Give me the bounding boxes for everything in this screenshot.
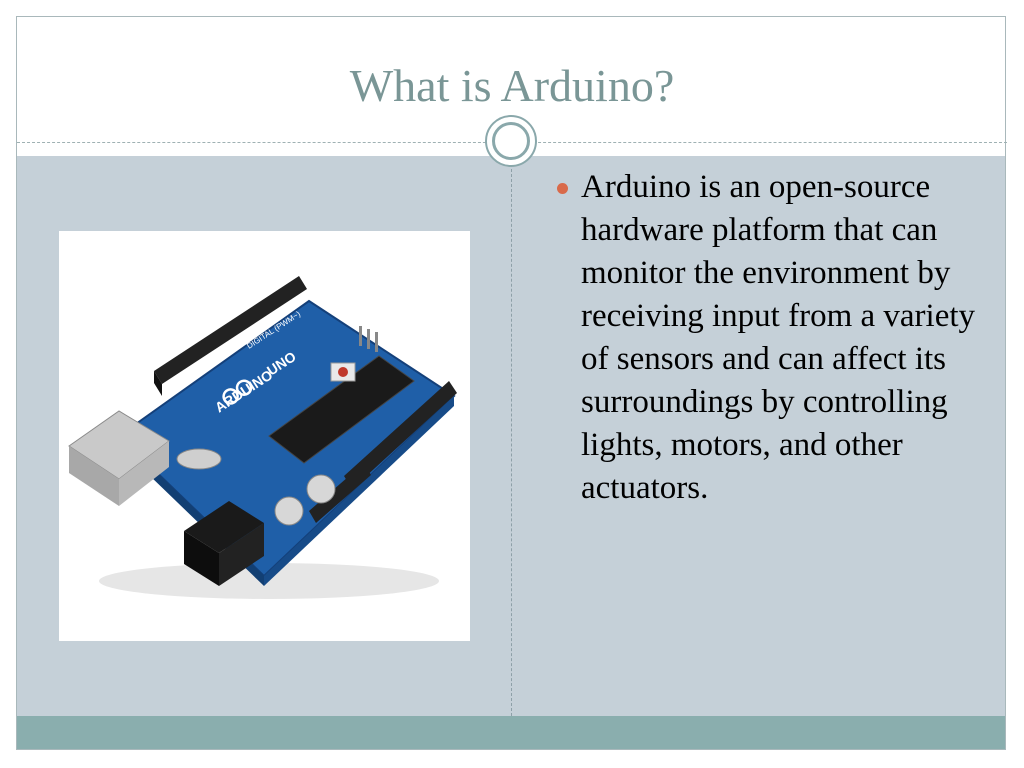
content-area: ARDUINO UNO DIGITAL (PWM~) Arduino is an… xyxy=(17,156,1005,716)
bullet-text: Arduino is an open-source hardware platf… xyxy=(581,169,976,506)
arduino-board-image: ARDUINO UNO DIGITAL (PWM~) xyxy=(59,231,470,641)
footer-bar xyxy=(17,716,1005,749)
bullet-item: Arduino is an open-source hardware platf… xyxy=(557,166,977,510)
slide: What is Arduino? xyxy=(16,16,1007,750)
arduino-logo-icon xyxy=(222,379,253,405)
slide-title: What is Arduino? xyxy=(349,60,675,111)
bullet-dot-icon xyxy=(557,183,568,194)
bullet-list: Arduino is an open-source hardware platf… xyxy=(557,166,977,510)
column-divider xyxy=(511,164,512,716)
title-ring-ornament-icon xyxy=(485,115,537,167)
arduino-board-drawing: ARDUINO UNO DIGITAL (PWM~) xyxy=(68,276,457,599)
